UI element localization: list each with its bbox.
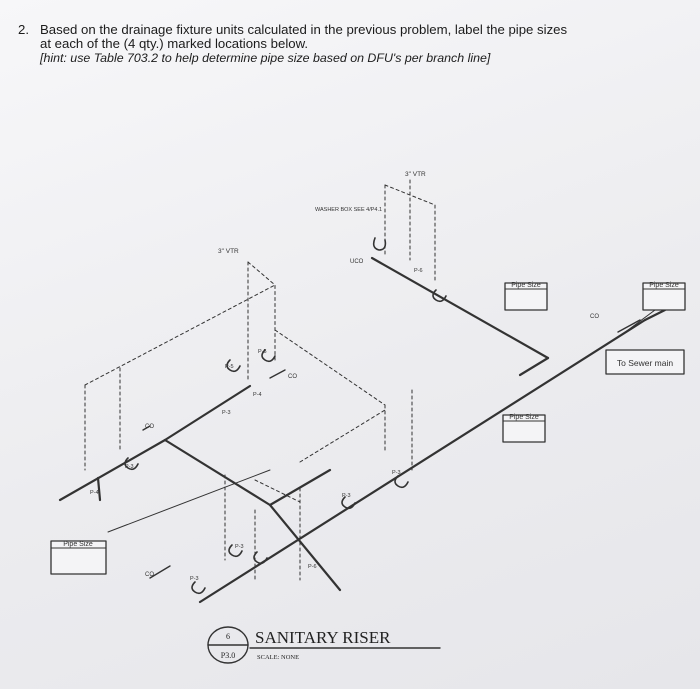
pipe-sewer-outlet (643, 308, 667, 322)
sewer-main-label: To Sewer main (617, 358, 673, 368)
vtr-left-label: 3" VTR (218, 248, 239, 255)
question-hint: [hint: use Table 703.2 to help determine… (40, 51, 491, 65)
trap-upper-right (432, 289, 447, 303)
question-text-line1: Based on the drainage fixture units calc… (40, 22, 568, 37)
pipe-size-label-4: Pipe Size (63, 541, 93, 548)
pipe-size-label-1: Pipe Size (511, 282, 541, 289)
uco-label: UCO (350, 259, 364, 265)
pipe-branch-middle (163, 438, 332, 507)
pipe-junction (518, 356, 550, 377)
pipe-branch-left (58, 438, 167, 502)
fixture-tag-12: P-5 (225, 364, 234, 370)
cleanout-upper-left (269, 369, 286, 379)
co-label-left: CO (145, 424, 154, 430)
trap-upper-left (261, 349, 276, 363)
fixture-tag-5: P-3 (190, 576, 199, 582)
fixture-tag-3: P-3 (392, 470, 401, 476)
trap-lower-1 (228, 544, 243, 558)
fixture-traps (124, 237, 447, 595)
fixture-tag-7: P-4 (90, 490, 99, 496)
drawing-scale: SCALE: NONE (257, 654, 299, 661)
vent-lines (84, 179, 436, 581)
pipe-size-box-dividers (50, 288, 686, 549)
pipe-main-trunk (198, 318, 647, 604)
co-label-lower: CO (145, 572, 154, 578)
title-block (207, 626, 441, 664)
main-drain-lines (58, 256, 667, 604)
co-label-upper: CO (288, 374, 297, 380)
cleanouts (142, 319, 641, 579)
fixture-tag-6: P-6 (308, 564, 317, 570)
sewer-main-box (605, 349, 685, 375)
pipe-size-box-4 (50, 540, 107, 575)
fixture-tag-9: P-3 (222, 410, 231, 416)
fixture-tag-4: P-3 (235, 544, 244, 550)
fixture-tag-8: P-3 (125, 464, 134, 470)
pipe-branch-middle-rise (163, 384, 252, 442)
trap-left (124, 457, 139, 471)
sheet-number: P3.0 (221, 651, 235, 660)
pipe-branch-upper-right (370, 256, 550, 360)
pipe-branch-lower (268, 503, 342, 592)
vtr-top-label: 3" VTR (405, 171, 426, 178)
pipe-size-label-2: Pipe Size (649, 282, 679, 289)
detail-number: 6 (226, 632, 230, 641)
trap-middle-1 (341, 496, 356, 510)
trap-lower-3 (191, 581, 206, 595)
trap-middle-2 (394, 475, 409, 489)
pipe-size-box-2 (642, 282, 686, 311)
cleanout-left (142, 425, 151, 431)
fixture-tag-2: P-3 (342, 493, 351, 499)
drawing-title: SANITARY RISER (255, 628, 391, 647)
leader-to-sewer (619, 309, 656, 337)
question-text-line2: at each of the (4 qty.) marked locations… (40, 36, 309, 51)
cleanout-sewer (617, 319, 641, 333)
co-label-sewer: CO (590, 314, 599, 320)
pipe-stub-left (96, 476, 102, 502)
fixture-tag-10: P-4 (253, 392, 262, 398)
trap-upper-left-2 (226, 359, 241, 373)
pipe-size-box-1 (504, 282, 548, 311)
trap-lower-2 (253, 551, 268, 565)
fixture-tag-1: P-6 (414, 268, 423, 274)
cleanout-lower-left (149, 565, 171, 579)
washer-box-label: WASHER BOX SEE 4/P4.1 (315, 207, 382, 213)
pipe-size-label-3: Pipe Size (509, 414, 539, 421)
fixture-tag-11: P-5 (258, 349, 267, 355)
pipe-size-box-3 (502, 414, 546, 443)
pipe-size-boxes (50, 282, 686, 575)
leader-left-box (107, 469, 271, 533)
question-number: 2. (18, 22, 29, 37)
washer-box-trap (372, 237, 387, 251)
